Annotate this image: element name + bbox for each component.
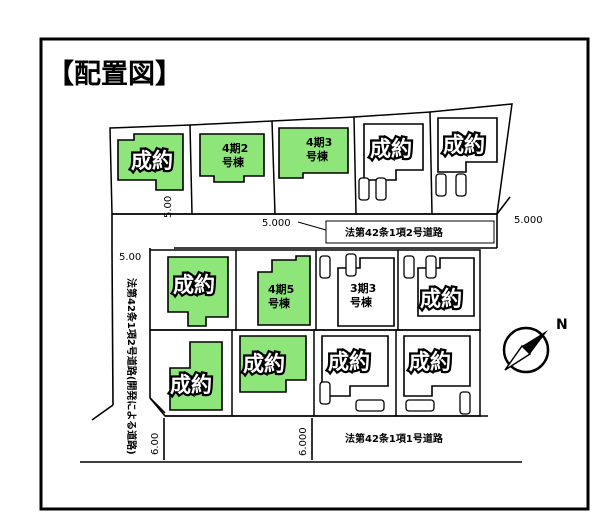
frame-border [39, 37, 590, 511]
lot-r3c4-status: 成約 [409, 350, 451, 374]
plot-names: 4期2 号棟 4期3 号棟 4期5 号棟 3期3 号棟 [222, 135, 376, 310]
compass-north-label: N [556, 317, 568, 333]
lot-r1c2-name-line2: 号棟 [222, 155, 245, 169]
buildings [117, 117, 498, 411]
dim-north-left: 5.000 [262, 218, 291, 229]
building-r2c1 [167, 256, 229, 327]
lot-boundaries [109, 103, 513, 417]
lot-r1c4-status: 成約 [370, 137, 412, 161]
lot-r2c2-name-line1: 4期5 [268, 282, 294, 296]
lot-r1c3-name-line2: 号棟 [306, 149, 329, 163]
dim-south-left: 6.00 [150, 433, 161, 455]
lot-r1c3-name-line1: 4期3 [306, 135, 332, 149]
building-r3c2 [239, 335, 307, 393]
road-west-label: 法第42条1項2号道路(開発による道路) [125, 278, 138, 455]
dim-north-right: 5.000 [514, 215, 543, 226]
lot-r2c3-name-line2: 号棟 [350, 295, 373, 309]
lot-r3c3-status: 成約 [328, 350, 370, 374]
dim-west-top: 5.00 [119, 252, 141, 263]
lot-r3c2-status: 成約 [243, 352, 285, 376]
parking-cars [319, 173, 471, 415]
building-r3c1 [169, 341, 223, 411]
lot-r1c2-name-line1: 4期2 [222, 141, 248, 155]
lot-r1c5-status: 成約 [443, 133, 485, 157]
compass-icon: N [502, 317, 568, 374]
dimension-labels: 5.000 5.000 5.00 5.00 6.00 6.000 [119, 196, 543, 456]
dim-upper-vertical: 5.00 [163, 196, 174, 218]
sold-labels: 成約 成約 成約 成約 成約 成約 成約 成約 成約 [129, 131, 488, 400]
building-r1c2 [199, 133, 265, 183]
building-r1c3 [278, 127, 349, 179]
road-north-label: 法第42条1項2号道路 [345, 226, 444, 239]
page-title: 【配置図】 [47, 59, 182, 90]
lot-r2c4-status: 成約 [420, 287, 462, 311]
building-r3c4 [403, 335, 471, 397]
north-road-box [325, 220, 495, 244]
lot-r1c1-status: 成約 [131, 149, 173, 173]
lot-r2c1-status: 成約 [173, 273, 215, 297]
lot-r2c2-name-line2: 号棟 [268, 296, 291, 310]
building-r1c1 [117, 133, 184, 191]
lot-r2c3-name-line1: 3期3 [350, 281, 376, 295]
building-r2c2 [257, 255, 311, 326]
building-r1c5 [437, 117, 498, 173]
dim-south-mid: 6.000 [298, 427, 309, 456]
lot-r3c1-status: 成約 [170, 373, 212, 397]
road-south-label: 法第42条1項1号道路 [345, 432, 444, 445]
